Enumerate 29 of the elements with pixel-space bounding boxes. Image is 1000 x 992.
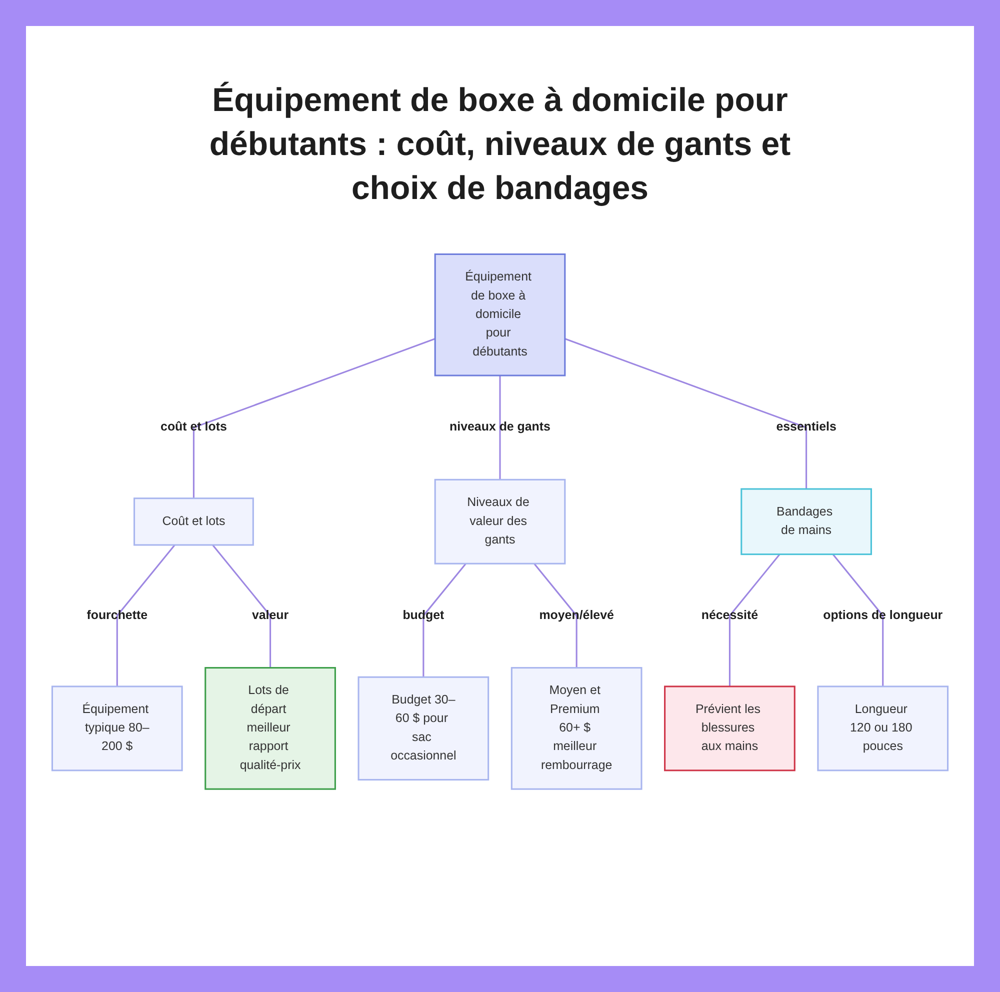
node-box: Lots de départ meilleur rapport qualité-prix <box>204 667 336 790</box>
connector <box>212 544 272 668</box>
connector <box>499 376 501 480</box>
edge-label: essentiels <box>776 420 836 434</box>
edge-label: valeur <box>252 608 289 622</box>
diagram-title: Équipement de boxe à domicile pour débutants : coût, niveaux de gants et choix de bandages <box>208 80 792 208</box>
connector <box>564 338 808 489</box>
connector <box>192 338 436 498</box>
node-box: Équipement typique 80–200 $ <box>51 686 183 772</box>
node-box: Équipement de boxe à domicile pour débutants <box>434 253 566 376</box>
connector <box>116 544 176 686</box>
edge-label: coût et lots <box>160 420 227 434</box>
connector <box>422 563 466 678</box>
node-box: Budget 30–60 $ pour sac occasionnel <box>358 676 490 781</box>
node-box: Niveaux de valeur des gants <box>434 478 566 564</box>
edge-label: moyen/élevé <box>539 608 614 622</box>
node-box: Longueur 120 ou 180 pouces <box>817 686 949 772</box>
edge-label: fourchette <box>86 608 148 622</box>
connector <box>832 554 884 686</box>
node-box: Moyen et Premium 60+ $ meilleur rembourrage <box>510 667 642 790</box>
node-box: Bandages de mains <box>740 488 872 556</box>
edge-label: nécessité <box>701 608 758 622</box>
edge-label: niveaux de gants <box>450 420 550 434</box>
connector <box>534 563 578 668</box>
node-box: Prévient les blessures aux mains <box>664 686 796 772</box>
node-box: Coût et lots <box>133 498 254 546</box>
connector <box>728 554 780 686</box>
edge-label: budget <box>402 608 444 622</box>
edge-label: options de longueur <box>823 608 943 622</box>
